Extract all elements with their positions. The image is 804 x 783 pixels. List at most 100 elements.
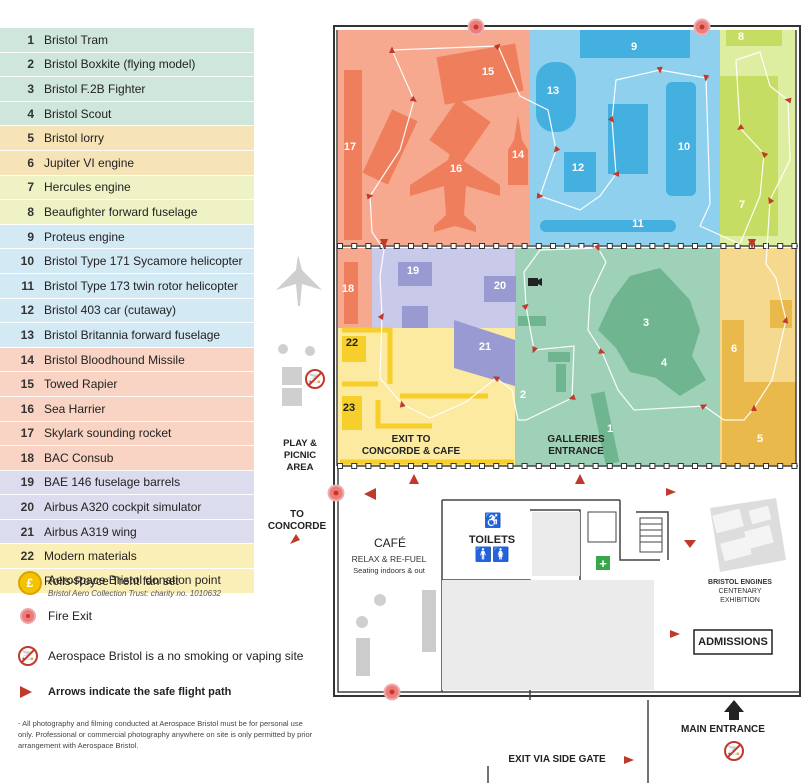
exhibit-20-shape: [484, 276, 516, 302]
flight-path-arrow-icon: [20, 686, 32, 698]
wall-post: [663, 463, 670, 469]
exhibit-number-7: 7: [739, 199, 745, 211]
engine-boxes: [712, 505, 774, 562]
wall-arrow: [748, 239, 756, 249]
exhibit-15-shape: [436, 43, 524, 105]
exhibit-number-16: 16: [450, 163, 462, 175]
legend-item-label: Hercules engine: [44, 180, 131, 195]
flight-path-arrow: [568, 394, 576, 400]
exhibit-19-shape: [398, 262, 432, 286]
exhibit-14-missile-shape: [508, 115, 528, 185]
legend-item-label: Bristol 403 car (cutaway): [44, 303, 177, 318]
cafe-seating: Seating indoors & out: [353, 566, 425, 575]
wall-post: [621, 243, 627, 249]
exhibit-block-b: [429, 99, 491, 163]
kitchen-block: [442, 580, 654, 690]
legend-item-label: Airbus A319 wing: [44, 524, 137, 539]
legend-item-label: Rolls-Royce Trent fan set: [44, 573, 179, 588]
wall-post: [677, 243, 684, 249]
wall-post: [393, 243, 400, 249]
wall-post: [578, 243, 585, 249]
exhibit-13-shape: [536, 62, 576, 132]
exhibit-number-18: 18: [342, 283, 354, 295]
exhibit-number-11: 11: [632, 218, 644, 230]
exhibit-23-shape: [342, 396, 362, 430]
admissions-label: ADMISSIONS: [698, 636, 768, 648]
exhibit-3-4-shape: [598, 268, 706, 396]
wall-post: [493, 243, 500, 249]
toilet-block: [532, 512, 580, 576]
wall-post: [550, 463, 556, 469]
wall-post: [777, 243, 784, 249]
wall-post: [777, 463, 784, 469]
wall-post: [337, 243, 343, 249]
main-entrance-label: MAIN ENTRANCE: [681, 724, 765, 735]
exhibit-16-sea-harrier-shape: [410, 135, 500, 232]
flight-path-arrow: [737, 123, 745, 131]
legend-item-label: Modern materials: [44, 549, 137, 564]
flight-path-arrow: [521, 303, 529, 311]
wall-post: [479, 463, 485, 469]
flight-path-arrow: [493, 43, 501, 51]
wall-post: [393, 463, 400, 469]
wall-post: [535, 463, 542, 469]
flight-path-arrow: [656, 66, 663, 74]
wall-post: [535, 243, 542, 249]
wall-post: [692, 243, 698, 249]
camera-lens: [538, 278, 542, 286]
exhibit-number-20: 20: [494, 280, 506, 292]
legend-item-number: 10: [20, 254, 34, 269]
legend-item-label: Proteus engine: [44, 229, 125, 244]
exit-side-gate-label: EXIT VIA SIDE GATE: [508, 754, 606, 765]
wall-post: [621, 463, 627, 469]
flight-path-arrow: [399, 400, 406, 408]
wall-post: [521, 463, 528, 469]
legend-item-number: 18: [20, 450, 34, 465]
flight-path-arrow: [594, 244, 600, 252]
first-aid-icon: +: [599, 556, 607, 571]
wall-post: [578, 463, 585, 469]
wall-post: [351, 463, 358, 469]
exhibit-6-side: [770, 300, 792, 328]
camera-icon: [528, 278, 538, 286]
wall-post: [436, 463, 443, 469]
legend-item-number: 4: [27, 106, 34, 121]
wall-post: [422, 243, 429, 249]
exhibit-21-shape: [454, 320, 515, 386]
exhibit-8-shape: [726, 30, 782, 46]
exhibit-number-19: 19: [407, 265, 419, 277]
flight-path-arrow: [761, 151, 769, 159]
wall-post: [521, 243, 528, 249]
exhibit-number-5: 5: [757, 433, 763, 445]
legend-item-number: 17: [20, 426, 34, 441]
legend-item-label: Bristol Tram: [44, 32, 109, 47]
wall-post: [479, 243, 485, 249]
flight-path-arrow: [768, 196, 775, 205]
fire-exit-dot: [699, 24, 705, 30]
person-icon: 🚹🚺: [474, 546, 510, 562]
legend-item-label: Bristol F.2B Fighter: [44, 81, 146, 96]
wall-post: [677, 463, 684, 469]
legend-item-number: 8: [27, 204, 34, 219]
donation-coin-icon: £: [18, 571, 42, 595]
exhibit-number-17: 17: [344, 141, 356, 153]
exhibit-number-23: 23: [343, 402, 355, 414]
legend-item-label: Bristol Type 171 Sycamore helicopter: [44, 254, 243, 269]
wall-post: [649, 463, 656, 469]
wall-post: [422, 463, 429, 469]
flight-path-arrow: [377, 313, 384, 321]
flight-path-arrow: [409, 95, 417, 103]
accessible-toilet: [587, 511, 617, 543]
wall-post: [606, 463, 613, 469]
